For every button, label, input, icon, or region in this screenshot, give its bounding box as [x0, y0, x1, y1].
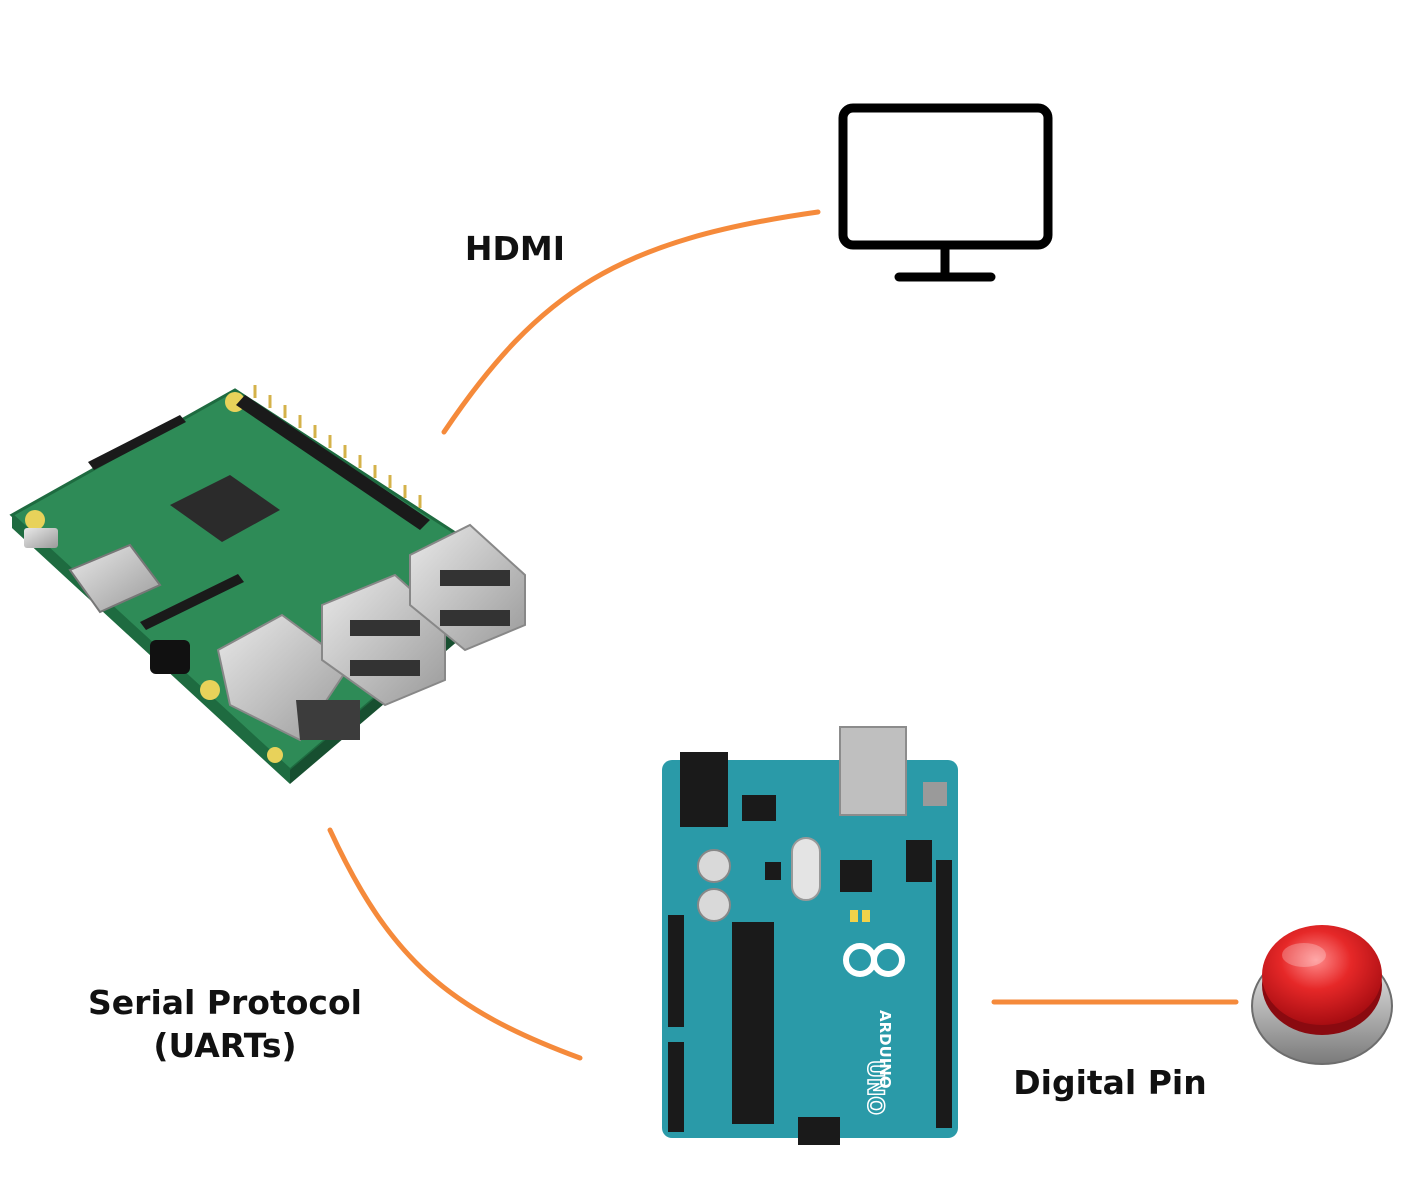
- push-button-icon: [1251, 925, 1393, 1065]
- svg-text:UNO: UNO: [862, 1060, 887, 1115]
- monitor-icon: [838, 103, 1053, 282]
- hdmi-label: HDMI: [464, 229, 566, 268]
- svg-text:ARDUINO: ARDUINO: [876, 1010, 894, 1089]
- serial-protocol-label: Serial Protocol (UARTs): [60, 982, 390, 1068]
- digital-pin-label: Digital Pin: [1013, 1063, 1207, 1102]
- hdmi-connector: [441, 209, 821, 435]
- arduino-uno-board-icon: ARDUINO UNO: [662, 726, 958, 1145]
- serial-protocol-label-line1: Serial Protocol: [88, 983, 362, 1022]
- raspberry-pi-board-icon: [9, 385, 526, 784]
- serial-protocol-label-line2: (UARTs): [153, 1025, 297, 1065]
- serial-connector: [327, 827, 583, 1061]
